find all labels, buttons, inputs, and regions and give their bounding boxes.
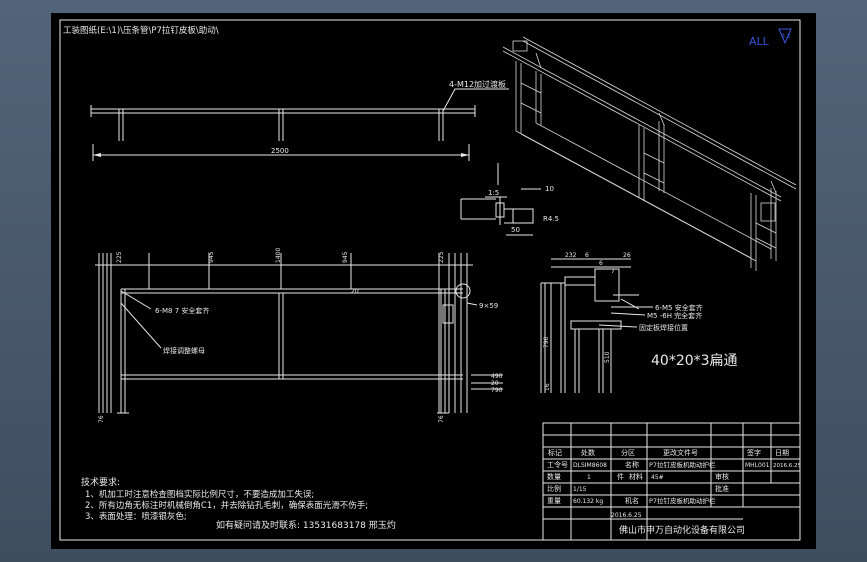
drawing-date: 2016.6.25 [773,463,801,469]
rev-header-doc: 更改文件号 [663,448,698,457]
side-dim-top-3: 26 [623,252,631,259]
side-dim-top-0: 232 [565,252,577,259]
tech-req-title: 技术要求: [81,476,120,488]
file-path-label: 工装图纸(E:\1)\压条管\P7拉钉皮板\助动\ [63,25,219,36]
drawing-sheet: 工装图纸(E:\1)\压条管\P7拉钉皮板\助动\ ALL 3.2 2500 4… [51,13,816,549]
weight-value: 60.132 kg [573,498,603,505]
ratio-value: 1/15 [573,486,587,493]
job-no-label: 工令号 [547,460,568,469]
front-pipe-dim: 9×59 [479,302,498,310]
front-weld-note: 6-M8 7 安全套齐 [155,306,209,315]
unit-label: 件 [617,472,624,481]
detail-scale: 1:5 [488,189,499,197]
front-dim-top-1: 945 [208,251,215,263]
detail-dim-10: 10 [545,185,554,193]
side-dim-16: 16 [544,383,551,391]
side-note-c: 固定板焊接位置 [639,323,688,332]
isometric-view [502,36,797,271]
front-dim-right-0: 490 [491,373,503,380]
front-dim-top-2: 1400 [275,248,282,263]
side-dim-top-1: 6 [585,252,589,259]
weight-label: 重量 [547,497,561,505]
tech-req-item-1: 1、机加工时注意检查图档实际比例尺寸，不要造成加工失误; [85,489,314,500]
side-note-a: 6-M5 安全套齐 [655,303,703,312]
top-view-length-dim: 2500 [271,147,289,155]
side-note-b: M5 -6H 完全套齐 [647,311,702,320]
front-dim-top-0: 225 [116,251,123,263]
approve-label: 批准 [715,484,729,493]
rev-header-mark: 标记 [548,448,562,457]
front-dim-top-3: 945 [342,251,349,263]
material-label: 材料 [629,472,643,481]
side-dim-left-1: 510 [604,351,611,363]
check-label: 审核 [715,472,729,481]
name-value: P7拉钉皮板机助动护栏 [649,460,716,469]
front-dim-bottom-1: 76 [438,415,445,423]
profile-spec: 40*20*3扁通 [651,353,738,369]
drawing-no: MHL001 [745,462,770,469]
contact-line: 如有疑问请及时联系: 13531683178 邢玉灼 [216,519,396,531]
material-value: 45# [651,474,664,481]
front-dim-side-top: 20 [351,288,359,295]
tech-req-item-2: 2、所有边角无标注时机械倒角C1，并去除钻孔毛刺，确保表面光滑不伤手; [85,500,368,511]
side-dim-left-0: 790 [543,336,550,348]
part-label: 机名 [625,496,639,505]
side-dim-top-2: 6 [599,260,603,267]
side-view: 232 6 6 26 7 790 510 16 6-M5 安全套齐 M5 -6H… [540,252,738,393]
title-block: 标记 处数 分区 更改文件号 签字 日期 工令号 DLSIM8608 名称 P7… [542,422,801,541]
front-dim-right-1: 20 [491,380,499,387]
side-dim-7: 7 [611,268,615,275]
rev-header-zone: 分区 [621,448,635,457]
date2-value: 2016.6.25 [611,512,642,519]
name-label: 名称 [625,460,639,469]
front-plate-note: 焊接调整螺母 [163,346,205,355]
company-name: 佛山市申万自动化设备有限公司 [619,524,745,536]
all-badge[interactable]: ALL [749,35,770,48]
qty-label: 数量 [547,472,561,481]
rev-header-count: 处数 [581,448,595,457]
part-value: P7拉钉皮板机助动护栏 [649,496,716,505]
svg-text:3.2: 3.2 [781,33,791,40]
tech-requirements: 技术要求: 1、机加工时注意检查图档实际比例尺寸，不要造成加工失误; 2、所有边… [81,476,396,531]
detail-dim-50: 50 [511,226,520,234]
drawing-frame [59,19,801,541]
rev-header-sign: 签字 [747,448,761,457]
front-view: 225 945 1400 945 225 76 76 6-M8 7 安全套齐 焊… [95,248,503,423]
top-view: 2500 4-M12加过渡板 [90,79,509,161]
dimension-icon: 3.2 [778,28,792,45]
qty-value: 1 [587,474,591,481]
ratio-label: 比例 [547,484,561,493]
front-dim-bottom-0: 76 [98,415,105,423]
top-view-bolt-note: 4-M12加过渡板 [449,79,506,89]
tech-req-item-3: 3、表面处理：喷漆银灰色; [85,511,187,522]
job-no-value: DLSIM8608 [573,462,607,469]
front-dim-top-4: 225 [438,251,445,263]
detail-view: 1:5 10 R4.5 50 [460,163,559,236]
detail-dim-r: R4.5 [543,215,559,223]
rev-header-date: 日期 [775,449,789,457]
front-dim-right-2: 790 [491,387,503,394]
